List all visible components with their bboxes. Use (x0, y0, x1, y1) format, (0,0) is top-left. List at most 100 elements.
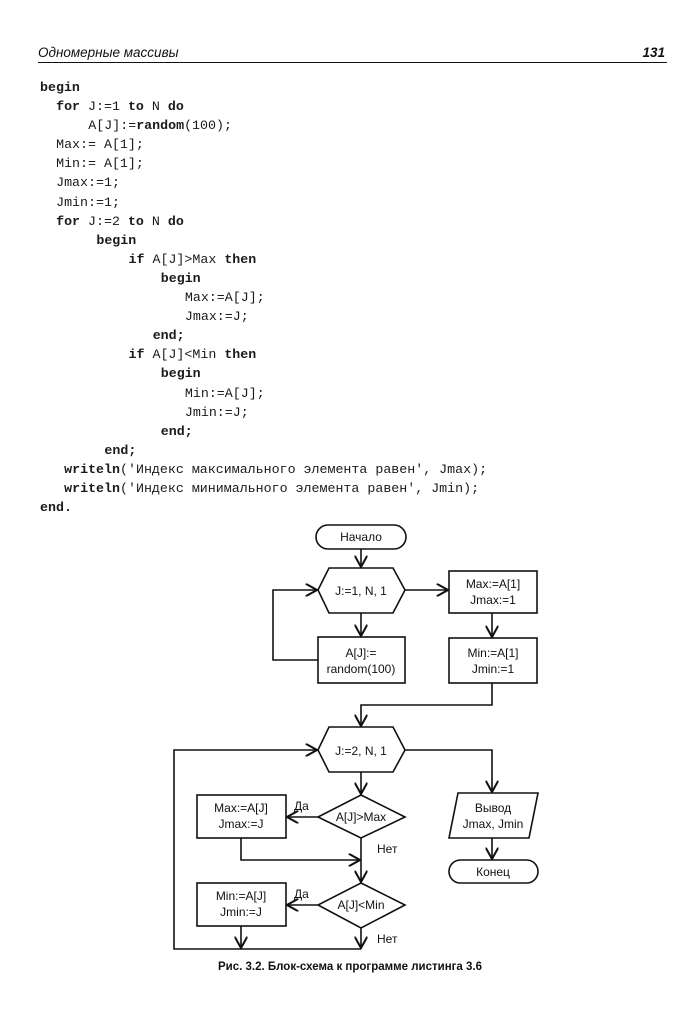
code-line: Jmax:=1; (40, 173, 487, 192)
code-line: Max:=A[J]; (40, 288, 487, 307)
code-line: A[J]:=random(100); (40, 116, 487, 135)
code-keyword: then (224, 251, 257, 267)
code-keyword: end; (152, 328, 185, 344)
code-keyword: begin (160, 270, 201, 286)
code-text: J:=1 (80, 99, 128, 115)
assign-min-line1: Min:=A[J] (216, 889, 266, 903)
code-line: end. (40, 498, 487, 517)
code-keyword: to (127, 213, 144, 229)
code-keyword: writeln (64, 461, 120, 477)
code-line: Min:= A[1]; (40, 154, 487, 173)
code-line: writeln('Индекс минимального элемента ра… (40, 479, 487, 498)
loop1-return-line (272, 590, 318, 661)
fill-box-line2: random(100) (327, 662, 396, 676)
no-label-min: Нет (377, 932, 398, 946)
code-keyword: for (56, 213, 81, 229)
code-text: J:=2 (80, 213, 128, 229)
no-label-max: Нет (377, 842, 398, 856)
code-line: writeln('Индекс максимального элемента р… (40, 460, 487, 479)
init-max-line2: Jmax:=1 (470, 593, 516, 607)
section-title: Одномерные массивы (38, 45, 179, 60)
code-text: (100); (184, 118, 232, 134)
code-line: begin (40, 364, 487, 383)
end-terminal (448, 859, 539, 884)
code-line: end; (40, 422, 487, 441)
loop2-return-line (173, 750, 361, 950)
code-keyword: begin (160, 366, 201, 382)
code-line: if A[J]>Max then (40, 250, 487, 269)
code-line: end; (40, 441, 487, 460)
code-line: Jmax:=J; (40, 307, 487, 326)
code-keyword: do (167, 213, 184, 229)
fill-array-box (317, 636, 406, 684)
code-text: A[J]<Min (144, 347, 225, 363)
figure-caption: Рис. 3.2. Блок-схема к программе листинг… (0, 961, 700, 973)
code-line: Min:=A[J]; (40, 384, 487, 403)
assign-max-line1: Max:=A[J] (214, 801, 268, 815)
code-line: begin (40, 78, 487, 97)
code-text: N (143, 99, 168, 115)
arrow-assign-max-merge (240, 838, 360, 860)
code-text: Min:= A[1]; (56, 156, 144, 172)
yes-label-min: Да (294, 887, 309, 901)
code-line: begin (40, 269, 487, 288)
start-label: Начало (340, 530, 382, 544)
code-line: Jmin:=J; (40, 403, 487, 422)
init-max-line1: Max:=A[1] (466, 577, 520, 591)
init-min-line2: Jmin:=1 (472, 662, 515, 676)
code-line: Max:= A[1]; (40, 135, 487, 154)
code-keyword: begin (96, 232, 137, 248)
code-keyword: for (56, 99, 81, 115)
code-text: A[J]>Max (144, 251, 225, 267)
code-keyword: to (127, 99, 144, 115)
code-keyword: writeln (64, 480, 120, 496)
cond-min-label: A[J]<Min (337, 898, 384, 912)
code-text: ('Индекс максимального элемента равен', … (120, 461, 488, 477)
assign-max-line2: Jmax:=J (218, 817, 263, 831)
fill-box-line1: A[J]:= (345, 646, 376, 660)
code-line: if A[J]<Min then (40, 345, 487, 364)
code-text: A[J]:= (88, 118, 137, 134)
init-min-line1: Min:=A[1] (467, 646, 518, 660)
code-text: Max:= A[1]; (56, 137, 144, 153)
code-text: N (143, 213, 168, 229)
code-text: ('Индекс минимального элемента равен', J… (120, 480, 480, 496)
init-max-box (448, 570, 538, 614)
code-keyword: if (128, 347, 145, 363)
code-text: Jmin:=J; (184, 404, 249, 420)
running-head: Одномерные массивы 131 (38, 44, 667, 63)
figure-caption-label: Рис. 3.2. (217, 961, 265, 973)
loop2-label: J:=2, N, 1 (335, 744, 387, 758)
code-keyword: if (128, 251, 145, 267)
code-keyword: end. (40, 500, 72, 516)
code-text: Jmax:=J; (184, 309, 249, 325)
code-line: end; (40, 326, 487, 345)
code-line: Jmin:=1; (40, 193, 487, 212)
code-text: Min:=A[J]; (184, 385, 265, 401)
code-line: begin (40, 231, 487, 250)
code-text: Max:=A[J]; (184, 290, 265, 306)
output-line1: Вывод (475, 801, 511, 815)
end-label: Конец (476, 865, 510, 879)
code-keyword: end; (160, 423, 193, 439)
loop1-label: J:=1, N, 1 (335, 584, 387, 598)
assign-min-line2: Jmin:=J (220, 905, 262, 919)
code-keyword: do (167, 99, 184, 115)
init-min-box (448, 637, 538, 684)
code-text: Jmin:=1; (56, 194, 120, 210)
code-keyword: random (136, 118, 185, 134)
yes-label-max: Да (294, 799, 309, 813)
code-keyword: end; (104, 442, 137, 458)
code-text: Jmax:=1; (56, 175, 120, 191)
code-line: for J:=2 to N do (40, 212, 487, 231)
page-number: 131 (642, 45, 665, 60)
code-keyword: then (224, 347, 257, 363)
output-line2: Jmax, Jmin (463, 817, 524, 831)
figure-caption-text: Блок-схема к программе листинга 3.6 (264, 961, 483, 973)
output-parallelogram (448, 792, 539, 839)
arrow-init-to-loop2 (361, 683, 493, 726)
cond-max-label: A[J]>Max (336, 810, 386, 824)
